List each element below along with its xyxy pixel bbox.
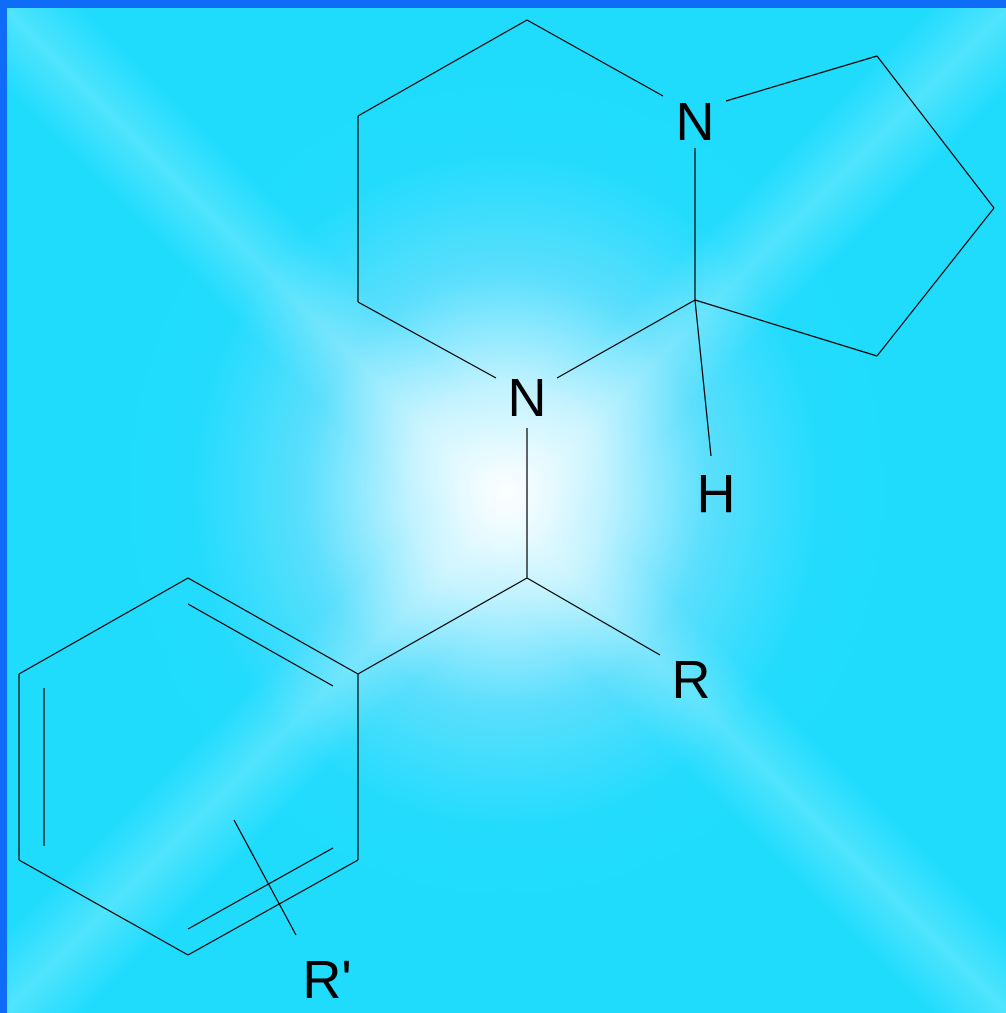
benzene-ring: [18, 577, 359, 956]
bond-ring6-top-to-n1: [526, 19, 664, 97]
bond-benz-5-6: [187, 859, 359, 956]
bond-benz-2-3: [18, 577, 189, 675]
bond-ring5-bottom-to-bridgehead: [694, 299, 878, 357]
bond-ch-to-phenyl: [357, 577, 528, 675]
bond-benz-1-2-inner: [187, 603, 334, 687]
bond-ring5-top-right: [876, 55, 995, 209]
bond-bridgehead-to-h: [694, 299, 712, 457]
bond-ring6-top-left: [357, 19, 528, 117]
atom-label-h: H: [697, 464, 736, 524]
bond-benz-5-6-inner: [187, 847, 334, 930]
five-membered-ring: [694, 55, 995, 357]
atom-label-r: R: [672, 650, 711, 710]
bond-substituent-r-prime: [233, 819, 297, 936]
background-glow: [7, 8, 1006, 1013]
bond-ring5-right-bottom: [876, 207, 995, 357]
atom-label-n-amine: N: [508, 368, 547, 428]
bond-n2-to-bridgehead: [556, 299, 696, 379]
six-membered-ring: [357, 19, 696, 379]
bond-ring6-left-to-n2: [357, 301, 497, 379]
bond-ch-to-r: [526, 577, 661, 656]
side-chain: [357, 428, 661, 675]
atom-label-r-prime: R': [302, 950, 351, 1010]
background-diagonal-sheen: [7, 8, 1006, 1013]
bond-benz-4-5: [18, 859, 189, 956]
molecule-structure: N N H R R': [18, 19, 995, 1010]
bond-benz-1-2: [187, 577, 359, 675]
bond-n1-to-ring5-top: [725, 55, 878, 102]
atom-label-n-bridge: N: [676, 92, 715, 152]
